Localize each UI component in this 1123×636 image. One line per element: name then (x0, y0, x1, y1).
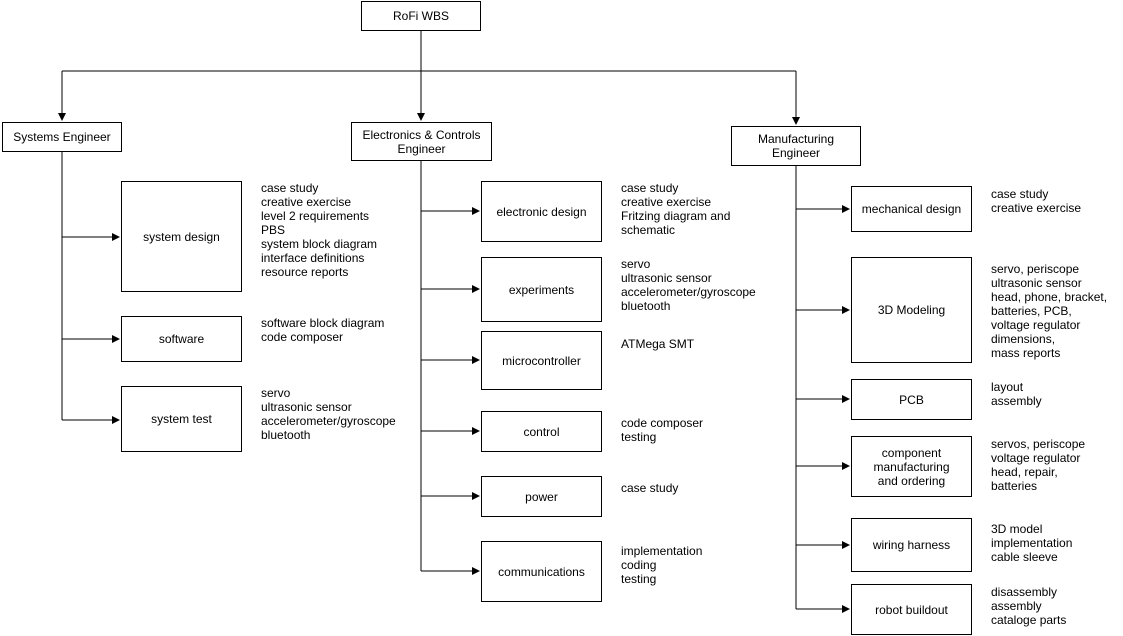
communications-node: communications (481, 541, 602, 602)
note-line: servo (261, 386, 291, 400)
note-line: creative exercise (261, 195, 352, 209)
control-node: control (481, 411, 602, 452)
power-node: power (481, 476, 602, 517)
experiments-notes: servo ultrasonic sensor accelerometer/gy… (621, 257, 756, 313)
note-line: level 2 requirements (261, 209, 370, 223)
power-notes: case study (621, 481, 678, 495)
note-line: layout (991, 380, 1024, 394)
note-line: accelerometer/gyroscope (261, 414, 396, 428)
note-line: servos, periscope (991, 437, 1086, 451)
experiments-node: experiments (481, 257, 602, 322)
microcontroller-node: microcontroller (481, 331, 602, 390)
note-line: voltage regulator (991, 451, 1081, 465)
note-line: head, repair, (991, 465, 1058, 479)
note-line: code composer (621, 416, 704, 430)
pcb-node: PCB (851, 379, 972, 420)
note-line: resource reports (261, 265, 349, 279)
note-line: PBS (261, 223, 286, 237)
note-line: ATMega SMT (621, 337, 695, 351)
electronic-design-notes: case study creative exercise Fritzing di… (621, 181, 730, 237)
note-line: servo, periscope (991, 262, 1080, 276)
note-line: 3D model (991, 522, 1043, 536)
control-notes: code composer testing (621, 416, 703, 444)
note-line: case study (621, 481, 679, 495)
wiring-harness-node: wiring harness (851, 518, 972, 572)
3d-modeling-node: 3D Modeling (851, 257, 972, 363)
communications-notes: implementation coding testing (621, 544, 702, 586)
system-design-notes: case study creative exercise level 2 req… (261, 181, 377, 279)
note-line: bluetooth (261, 428, 311, 442)
note-line: ultrasonic sensor (991, 276, 1082, 290)
wiring-harness-notes: 3D model implementation cable sleeve (991, 522, 1072, 564)
note-line: coding (621, 558, 657, 572)
note-line: schematic (621, 223, 676, 237)
system-test-node: system test (121, 386, 242, 452)
robot-buildout-node: robot buildout (851, 584, 972, 635)
note-line: creative exercise (991, 201, 1082, 215)
note-line: batteries (991, 479, 1038, 493)
note-line: case study (991, 187, 1049, 201)
note-line: creative exercise (621, 195, 712, 209)
system-test-notes: servo ultrasonic sensor accelerometer/gy… (261, 386, 396, 442)
note-line: system block diagram (261, 237, 378, 251)
note-line: interface definitions (261, 251, 365, 265)
software-notes: software block diagram code composer (261, 316, 384, 344)
systems-engineer-node: Systems Engineer (2, 122, 122, 152)
note-line: ultrasonic sensor (621, 271, 712, 285)
note-line: implementation (991, 536, 1073, 550)
note-line: disassembly (991, 585, 1058, 599)
note-line: testing (621, 430, 657, 444)
mechanical-design-node: mechanical design (851, 186, 972, 232)
root-node: RoFi WBS (361, 1, 481, 31)
note-line: mass reports (991, 346, 1061, 360)
component-manufacturing-notes: servos, periscope voltage regulator head… (991, 437, 1085, 493)
note-line: cataloge parts (991, 613, 1067, 627)
note-line: cable sleeve (991, 550, 1058, 564)
note-line: accelerometer/gyroscope (621, 285, 756, 299)
note-line: implementation (621, 544, 703, 558)
note-line: batteries, PCB, (991, 304, 1072, 318)
electronics-controls-engineer-node: Electronics & Controls Engineer (351, 122, 492, 161)
note-line: assembly (991, 599, 1042, 613)
system-design-node: system design (121, 181, 242, 292)
note-line: case study (621, 181, 679, 195)
note-line: Fritzing diagram and (621, 209, 731, 223)
3d-modeling-notes: servo, periscope ultrasonic sensor head,… (991, 262, 1107, 360)
note-line: ultrasonic sensor (261, 400, 352, 414)
component-manufacturing-node: component manufacturing and ordering (851, 436, 972, 497)
note-line: software block diagram (261, 316, 385, 330)
manufacturing-engineer-node: Manufacturing Engineer (731, 126, 861, 166)
note-line: testing (621, 572, 657, 586)
note-line: head, phone, bracket, (991, 290, 1108, 304)
note-line: code composer (261, 330, 344, 344)
electronic-design-node: electronic design (481, 181, 602, 242)
software-node: software (121, 316, 242, 362)
note-line: voltage regulator (991, 318, 1081, 332)
note-line: assembly (991, 394, 1042, 408)
microcontroller-notes: ATMega SMT (621, 337, 694, 351)
note-line: servo (621, 257, 651, 271)
note-line: bluetooth (621, 299, 671, 313)
note-line: dimensions, (991, 332, 1056, 346)
pcb-notes: layout assembly (991, 380, 1042, 408)
note-line: case study (261, 181, 319, 195)
robot-buildout-notes: disassembly assembly cataloge parts (991, 585, 1066, 627)
mechanical-design-notes: case study creative exercise (991, 187, 1081, 215)
